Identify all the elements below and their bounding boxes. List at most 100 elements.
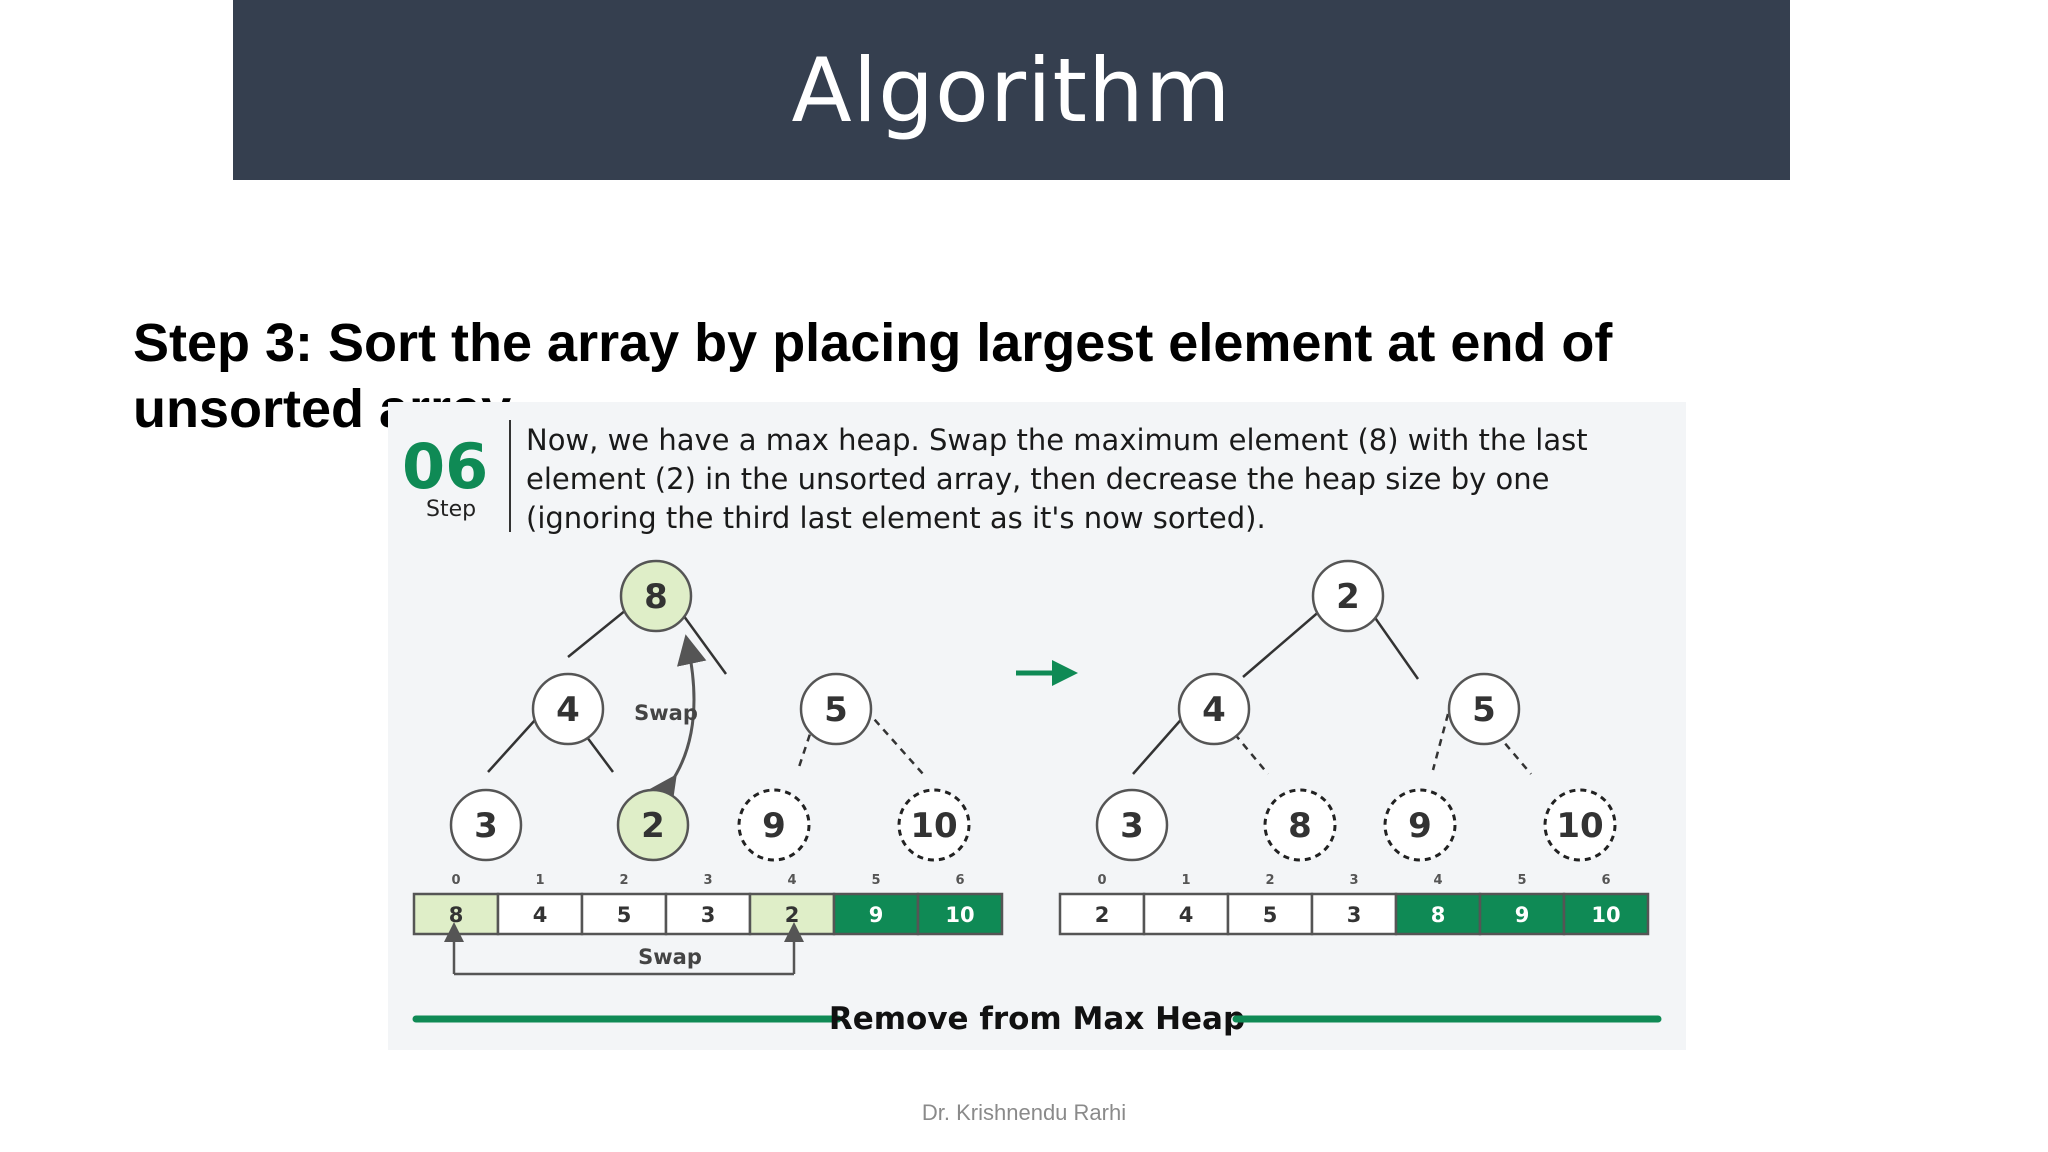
heap-node-value: 2 [1336, 577, 1360, 617]
array-swap-bracket [444, 922, 804, 976]
array-cell-box [1142, 892, 1230, 936]
heap-sort-figure: 06 Step Now, we have a max heap. Swap th… [388, 402, 1686, 1050]
before-array-index: 4 [787, 873, 796, 888]
heap-node-value: 10 [910, 806, 957, 846]
swap-arrow [647, 634, 707, 808]
after-array-cell-1: 4 [1142, 892, 1230, 936]
heap-node-circle [1311, 559, 1385, 633]
step-number: 06 [402, 430, 488, 503]
before-array-cell-0: 8 [412, 892, 500, 936]
before-node-4: 2 [616, 788, 690, 862]
array-cell-value: 2 [1095, 903, 1110, 927]
heap-node-circle [1263, 788, 1337, 862]
heap-node-value: 10 [1556, 806, 1603, 846]
array-cell-value: 9 [1515, 903, 1530, 927]
array-cell-value: 8 [1431, 903, 1446, 927]
array-cell-box [580, 892, 668, 936]
before-node-3: 3 [449, 788, 523, 862]
after-node-3: 3 [1095, 788, 1169, 862]
before-array-index: 2 [619, 873, 628, 888]
before-array-index: 3 [703, 873, 712, 888]
array-swap-label: Swap [638, 945, 702, 969]
heap-node-value: 8 [644, 577, 668, 617]
heap-node-value: 9 [762, 806, 786, 846]
heap-node-value: 4 [1202, 690, 1226, 730]
heap-node-circle [1383, 788, 1457, 862]
before-array-index: 0 [451, 873, 460, 888]
array-cell-value: 4 [1179, 903, 1194, 927]
before-array-cell-4: 2 [748, 892, 836, 936]
description-line-3: (ignoring the third last element as it's… [526, 501, 1266, 535]
after-tree-nodes: 2 4 5 3 8 9 10 [1095, 559, 1617, 862]
heap-node-circle [449, 788, 523, 862]
array-cell-box [1226, 892, 1314, 936]
array-cell-value: 10 [945, 903, 974, 927]
heap-node-circle [799, 672, 873, 746]
tree-edge-dashed [796, 709, 820, 771]
heap-node-value: 9 [1408, 806, 1432, 846]
title-bar: Algorithm [233, 0, 1790, 180]
heap-node-value: 5 [1472, 690, 1496, 730]
after-node-5: 9 [1383, 788, 1457, 862]
heap-node-circle [1095, 788, 1169, 862]
before-array-cell-2: 5 [580, 892, 668, 936]
before-array-cell-1: 4 [496, 892, 584, 936]
heap-node-circle [1543, 788, 1617, 862]
tree-edge-dashed [1431, 713, 1450, 771]
heap-node-value: 3 [474, 806, 498, 846]
heap-node-circle [1177, 672, 1251, 746]
after-node-0: 2 [1311, 559, 1385, 633]
heap-node-circle [1447, 672, 1521, 746]
before-array-cell-5: 9 [832, 892, 920, 936]
after-array-cell-3: 3 [1310, 892, 1398, 936]
after-node-4: 8 [1263, 788, 1337, 862]
array-cell-value: 3 [1347, 903, 1362, 927]
array-cell-value: 5 [1263, 903, 1278, 927]
after-array-cell-4: 8 [1394, 892, 1482, 936]
after-array-cell-0: 2 [1058, 892, 1146, 936]
description-line-1: Now, we have a max heap. Swap the maximu… [526, 423, 1588, 457]
heap-node-value: 3 [1120, 806, 1144, 846]
array-cell-value: 2 [785, 903, 800, 927]
after-array-cell-2: 5 [1226, 892, 1314, 936]
footer-author: Dr. Krishnendu Rarhi [921, 1100, 1127, 1125]
after-array-index: 6 [1601, 873, 1610, 888]
array-cell-value: 4 [533, 903, 548, 927]
array-cell-value: 10 [1591, 903, 1620, 927]
tree-edge-dashed [865, 709, 924, 775]
before-array-index: 1 [535, 873, 544, 888]
heap-node-value: 8 [1288, 806, 1312, 846]
before-node-1: 4 [531, 672, 605, 746]
before-tree-nodes: 8 4 5 3 2 9 10 [449, 559, 971, 862]
right-arrow-icon [1016, 660, 1078, 686]
slide-title: Algorithm [791, 38, 1232, 142]
heap-node-circle [619, 559, 693, 633]
before-array-index: 5 [871, 873, 880, 888]
heap-node-circle [616, 788, 690, 862]
after-array-index: 4 [1433, 873, 1442, 888]
before-array: 8 0 4 1 5 2 3 3 2 4 9 5 10 6 [412, 873, 1004, 936]
array-cell-value: 8 [449, 903, 464, 927]
array-cell-box [832, 892, 920, 936]
after-array-index: 1 [1181, 873, 1190, 888]
after-array-index: 5 [1517, 873, 1526, 888]
before-array-cell-6: 10 [916, 892, 1004, 936]
after-array-index: 0 [1097, 873, 1106, 888]
swap-label: Swap [634, 701, 698, 725]
description-line-2: element (2) in the unsorted array, then … [526, 462, 1550, 496]
after-node-6: 10 [1543, 788, 1617, 862]
array-cell-value: 9 [869, 903, 884, 927]
figure-caption: Remove from Max Heap [829, 1001, 1245, 1037]
heap-sort-diagram: 06 Step Now, we have a max heap. Swap th… [402, 420, 1662, 1037]
array-cell-box [916, 892, 1004, 936]
heap-node-value: 5 [824, 690, 848, 730]
before-node-5: 9 [737, 788, 811, 862]
array-cell-box [1562, 892, 1650, 936]
before-array-index: 6 [955, 873, 964, 888]
array-cell-value: 3 [701, 903, 716, 927]
after-array-index: 3 [1349, 873, 1358, 888]
before-node-0: 8 [619, 559, 693, 633]
step-label: Step [426, 497, 476, 522]
heap-node-circle [897, 788, 971, 862]
